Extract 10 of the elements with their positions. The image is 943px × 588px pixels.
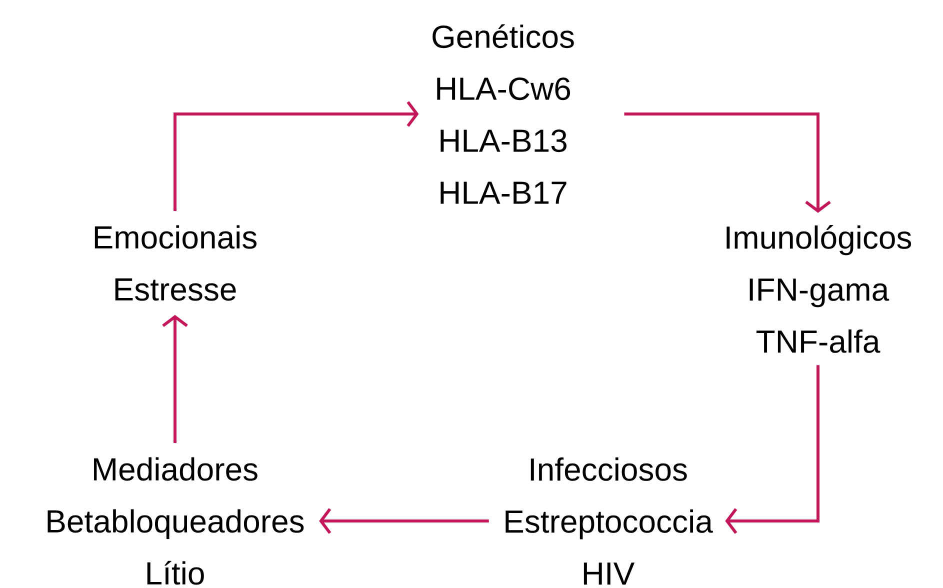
factor-label: Emocionais Estresse — [94, 225, 257, 301]
arrow — [162, 314, 188, 444]
factor-label: Mediadores Betabloqueadores Lítio — [48, 457, 304, 585]
arrow — [624, 112, 831, 213]
arrow — [725, 365, 820, 534]
arrow — [319, 508, 489, 534]
arrow — [174, 101, 419, 212]
factor-label: Genéticos HLA-Cw6 HLA-B13 HLA-B17 — [432, 24, 574, 204]
factor-label: Infecciosos Estreptococcia HIV — [506, 457, 713, 585]
factor-label: Imunológicos IFN-gama TNF-alfa — [726, 225, 912, 353]
